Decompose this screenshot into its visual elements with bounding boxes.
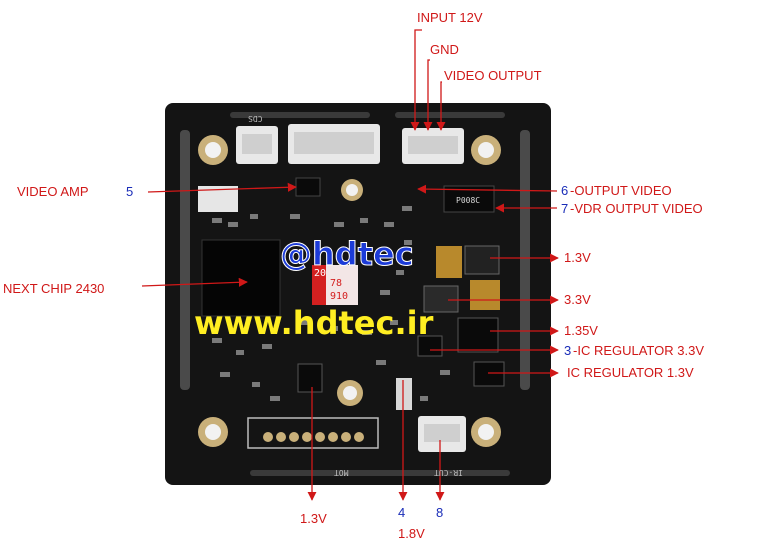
silk-mot: MOT — [334, 468, 349, 477]
ic-regulator-13v — [473, 361, 505, 387]
sticker-label — [312, 265, 358, 305]
label-gnd: GND — [430, 42, 459, 57]
arrow-input-12v — [410, 29, 422, 131]
arrow-video-output — [436, 81, 446, 131]
small-ic — [297, 363, 323, 393]
label-bottom-1-8v: 1.8V — [398, 526, 425, 541]
mounting-hole — [337, 380, 363, 406]
label-ic-reg-3-3v: -IC REGULATOR 3.3V — [573, 343, 704, 358]
mounting-hole — [341, 179, 363, 201]
tantalum-cap — [470, 280, 500, 310]
label-vdr-num: 7 — [561, 201, 569, 216]
regulator-13v — [464, 245, 500, 275]
regulator-33v — [423, 285, 459, 313]
label-3-3v-right: 3.3V — [564, 292, 591, 307]
annotation-arrows — [141, 29, 559, 501]
watermark-handle: @hdtec — [280, 235, 415, 274]
sticker-text-mid: 78 — [330, 278, 343, 289]
label-next-chip: NEXT CHIP 2430 — [3, 281, 105, 296]
camera-pcb — [165, 103, 551, 485]
ircut-connector — [418, 416, 466, 452]
label-output-video-num: 6 — [561, 183, 569, 198]
silk-ircut: IR-CUT — [434, 468, 463, 477]
arrow-video-amp — [147, 182, 297, 193]
mounting-hole — [198, 135, 228, 165]
label-output-video: -OUTPUT VIDEO — [570, 183, 672, 198]
mounting-hole — [471, 417, 501, 447]
power-video-connector — [402, 128, 464, 164]
smd-parts — [212, 206, 450, 401]
main-connector — [288, 124, 380, 164]
sticker-text-bot: 910 — [330, 291, 349, 302]
sticker-text-top: 20 — [314, 268, 327, 279]
label-1-3v-right: 1.3V — [564, 250, 591, 265]
label-bottom-4: 4 — [398, 505, 406, 520]
mounting-hole — [471, 135, 501, 165]
label-1-35v-right: 1.35V — [564, 323, 598, 338]
label-vdr: -VDR OUTPUT VIDEO — [570, 201, 703, 216]
label-ic-reg-1-3v: IC REGULATOR 1.3V — [567, 365, 694, 380]
label-bottom-1-3v: 1.3V — [300, 511, 327, 526]
label-ic-reg-3-3v-num: 3 — [564, 343, 572, 358]
arrow-gnd — [423, 59, 433, 131]
cds-connector — [236, 126, 278, 164]
watermark-url: www.hdtec.ir — [194, 304, 434, 342]
arrow-next-chip — [141, 277, 248, 287]
label-video-output: VIDEO OUTPUT — [444, 68, 542, 83]
inductor — [396, 378, 412, 410]
label-bottom-8: 8 — [436, 505, 444, 520]
tantalum-cap — [436, 246, 462, 278]
label-video-amp: VIDEO AMP — [17, 184, 89, 199]
label-video-amp-num: 5 — [126, 184, 134, 199]
label-input-12v: INPUT 12V — [417, 10, 483, 25]
mot-pad-row — [247, 417, 379, 449]
silk-chip-code: P008C — [456, 196, 481, 205]
video-amp-ic — [295, 177, 321, 197]
mounting-hole — [198, 417, 228, 447]
silk-cds: CDS — [248, 114, 263, 123]
arrow-output-video — [417, 184, 558, 194]
ic-regulator-33v — [417, 335, 443, 357]
regulator-135v — [457, 317, 499, 353]
